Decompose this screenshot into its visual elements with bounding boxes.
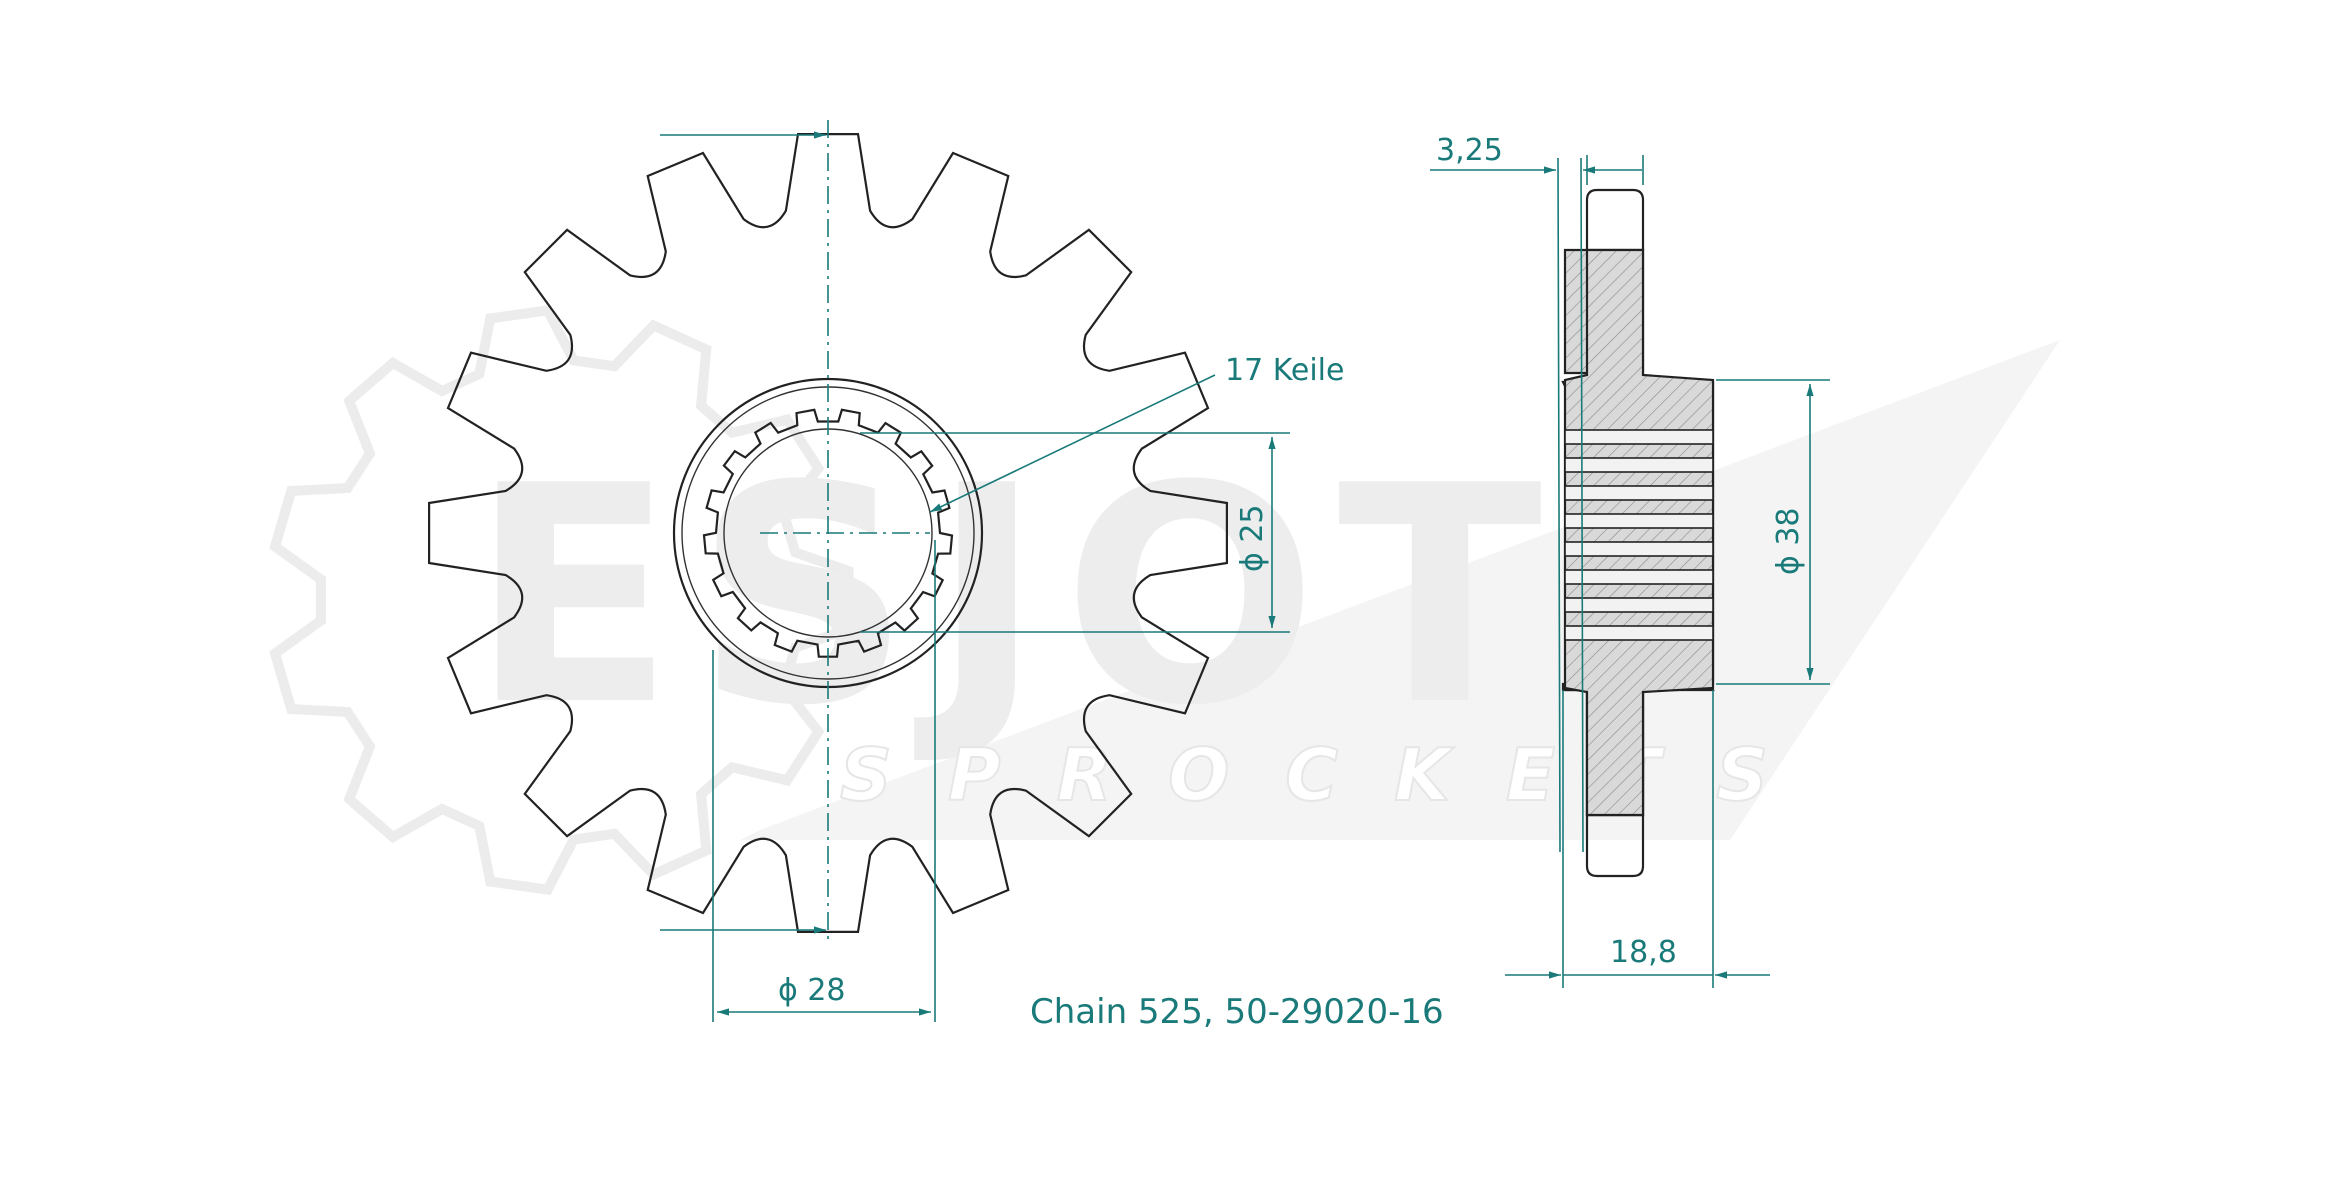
side-hub-body: [1563, 248, 1715, 817]
spline-groove: [1564, 569, 1714, 585]
spline-groove: [1564, 541, 1714, 557]
side-tooth-bottom: [1585, 815, 1645, 878]
watermark-band: [740, 340, 2060, 840]
side-view-dimensions: 3,25 ϕ 38 18,8: [1430, 133, 1830, 988]
tooth-ext-left-line: [1557, 157, 1561, 853]
watermark-brand: ESJOT: [470, 422, 1562, 771]
spline-leader: [929, 374, 1216, 513]
spline-groove: [1564, 457, 1714, 473]
hub-diameter-label: ϕ 38: [1771, 508, 1806, 576]
spline-groove: [1564, 625, 1714, 641]
watermark-tagline: SPROCKETS: [840, 733, 1824, 817]
inner-diameter-label: ϕ 25: [1235, 505, 1270, 573]
spline-groove: [1564, 429, 1714, 445]
sprocket-outline: [428, 133, 1228, 933]
spline-bore: [702, 408, 954, 658]
hub-width-label: 18,8: [1610, 935, 1677, 970]
spline-groove: [1564, 597, 1714, 613]
front-view-dimensions: 17 Keile ϕ 25 ϕ 28: [712, 353, 1344, 1022]
spline-groove: [1564, 513, 1714, 529]
watermark-gear-icon: [269, 304, 854, 896]
part-caption: Chain 525, 50-29020-16: [1030, 992, 1444, 1032]
spline-count-label: 17 Keile: [1225, 353, 1344, 388]
tooth-ext-right-line: [1580, 157, 1584, 853]
sprocket-front-view: [428, 120, 1228, 940]
side-spline-grooves: [1564, 429, 1714, 641]
tooth-thickness-label: 3,25: [1436, 133, 1503, 168]
spline-groove: [1564, 485, 1714, 501]
sprocket-side-view: [1561, 188, 1715, 878]
bore-diameter-label: ϕ 28: [778, 973, 846, 1008]
side-tooth-top: [1585, 188, 1645, 250]
